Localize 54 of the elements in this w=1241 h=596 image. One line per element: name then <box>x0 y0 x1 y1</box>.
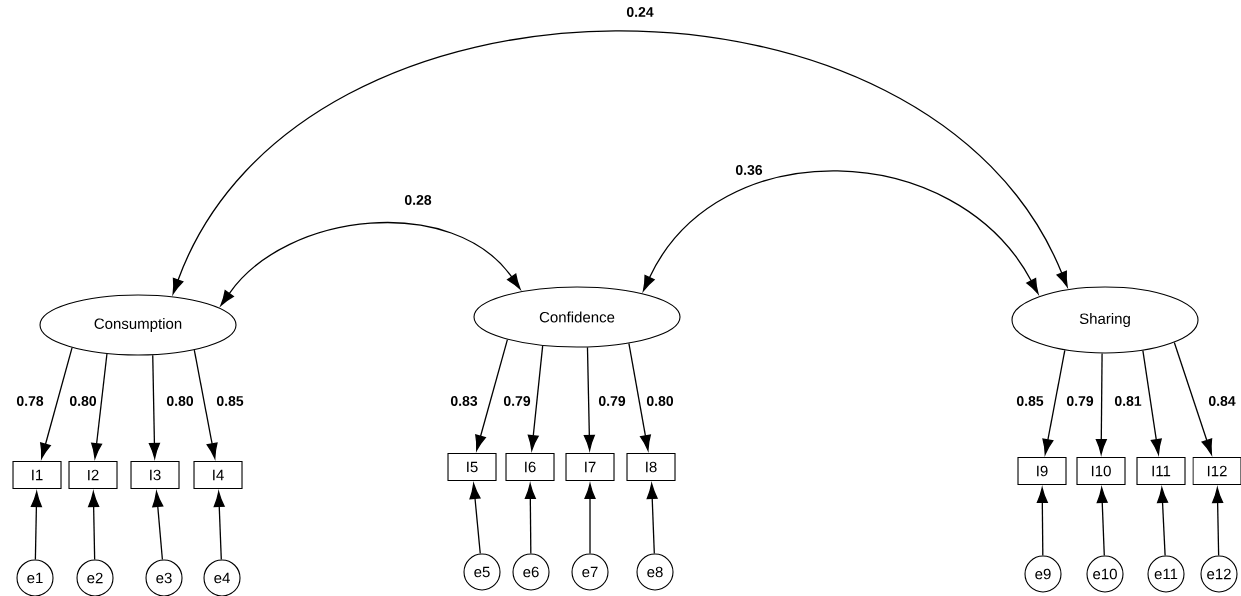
path-arrow <box>475 338 509 451</box>
path-arrow <box>152 491 164 561</box>
indicator-box: I5 <box>447 452 497 482</box>
edge-label: 0.79 <box>597 395 627 407</box>
path-arrow <box>1036 487 1048 557</box>
covariance-arrow <box>220 222 521 306</box>
edge-label: 0.81 <box>1113 395 1143 407</box>
path-arrow <box>213 491 225 561</box>
path-arrow <box>193 349 218 459</box>
path-arrow <box>628 342 651 451</box>
indicator-box: I11 <box>1136 456 1186 486</box>
indicator-box: I9 <box>1017 456 1067 486</box>
indicator-box: I8 <box>626 452 676 482</box>
edge-label: 0.79 <box>1065 395 1095 407</box>
path-arrow <box>40 347 73 459</box>
path-arrow <box>148 354 160 459</box>
indicator-box: I1 <box>12 460 62 490</box>
covariance-arrow <box>172 30 1068 295</box>
edge-label: 0.80 <box>645 395 675 407</box>
edge-label: 0.80 <box>68 395 98 407</box>
path-arrow <box>583 346 595 451</box>
indicator-box: I2 <box>68 460 118 490</box>
indicator-box: I12 <box>1192 456 1241 486</box>
indicator-box: I4 <box>193 460 243 490</box>
indicator-box: I10 <box>1076 456 1126 486</box>
path-arrow <box>584 483 596 555</box>
edge-label: 0.79 <box>502 395 532 407</box>
path-arrow <box>1095 352 1107 455</box>
path-arrow <box>1173 341 1213 455</box>
indicator-box: I6 <box>505 452 555 482</box>
indicator-box: I3 <box>130 460 180 490</box>
path-arrow <box>1156 487 1169 557</box>
edge-label: 0.24 <box>625 6 655 18</box>
covariance-arrow <box>642 170 1039 295</box>
path-arrow <box>30 491 42 561</box>
edge-label: 0.28 <box>403 194 433 206</box>
path-arrow <box>91 353 108 459</box>
edge-label: 0.80 <box>165 395 195 407</box>
path-arrow <box>1142 350 1162 455</box>
path-arrow <box>524 483 536 555</box>
edge-label: 0.36 <box>734 164 764 176</box>
edge-label: 0.85 <box>215 395 245 407</box>
path-arrow <box>1212 487 1224 557</box>
edge-label: 0.78 <box>15 395 45 407</box>
edge-label: 0.83 <box>449 395 479 407</box>
path-arrow <box>646 483 658 555</box>
path-arrow <box>1042 349 1066 455</box>
path-arrow <box>527 345 544 451</box>
indicator-box: I7 <box>565 452 615 482</box>
path-arrow <box>88 491 100 561</box>
edge-label: 0.85 <box>1015 395 1045 407</box>
edge-label: 0.84 <box>1207 395 1237 407</box>
path-arrow <box>1096 487 1108 557</box>
path-arrow <box>469 483 481 555</box>
